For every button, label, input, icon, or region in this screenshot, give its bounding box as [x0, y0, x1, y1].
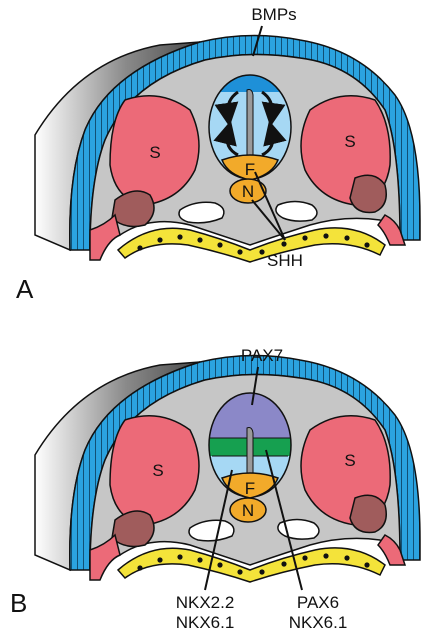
label-somite-right-b: S [344, 451, 355, 470]
label-bmps: BMPs [251, 5, 296, 24]
vessel-left-b [188, 519, 235, 542]
central-canal-a [246, 89, 254, 164]
label-nkx61-right: NKX6.1 [289, 613, 348, 632]
panel-letter-b: B [10, 588, 27, 618]
label-floor-plate-b: F [245, 479, 255, 498]
shh-leader-line-1 [254, 171, 286, 241]
label-pax7: PAX7 [241, 346, 283, 365]
pax7-leader-line [251, 366, 259, 406]
label-somite-left-b: S [152, 461, 163, 480]
dark-mass-right-a [349, 174, 387, 214]
lateral-mesoderm-left-a [89, 213, 121, 261]
somite-left-b [109, 415, 200, 526]
label-pax6: PAX6 [297, 593, 339, 612]
shh-leader-line-2 [251, 199, 286, 241]
vessel-left-a [178, 201, 225, 224]
pax6-leader-line [265, 449, 303, 591]
label-somite-right-a: S [344, 132, 355, 151]
signal-arrows-a [213, 90, 287, 157]
bmps-leader-line [252, 25, 263, 57]
endoderm-b [116, 547, 386, 583]
panel-letter-a: A [16, 274, 34, 304]
label-notochord-b: N [242, 501, 254, 520]
panel-a: BMPs SHH S S F N A [16, 5, 421, 304]
label-notochord-a: N [242, 182, 254, 201]
dark-mass-right-b [349, 494, 387, 534]
lateral-mesoderm-left-b [89, 533, 121, 581]
panel-b: PAX7 NKX2.2 NKX6.1 PAX6 NKX6.1 S S F N B [10, 346, 421, 632]
endoderm-a [116, 227, 386, 263]
notochord-b [229, 497, 267, 523]
vessel-right-a [275, 200, 318, 222]
somite-left-a [109, 95, 200, 206]
label-nkx22: NKX2.2 [176, 593, 235, 612]
nkx22-leader-line [204, 469, 233, 591]
floor-plate-b [221, 472, 279, 499]
label-shh: SHH [267, 251, 303, 270]
endoderm-nuclei-a [137, 233, 370, 255]
lateral-mesoderm-right-b [377, 534, 407, 566]
notochord-a [229, 178, 267, 204]
endoderm-nuclei-b [137, 553, 370, 575]
dark-mass-left-a [111, 190, 155, 228]
label-nkx61-left: NKX6.1 [176, 613, 235, 632]
label-floor-plate-a: F [245, 160, 255, 179]
dark-mass-left-b [111, 510, 155, 548]
label-somite-left-a: S [149, 143, 160, 162]
floor-plate-a [221, 154, 279, 181]
lateral-mesoderm-right-a [377, 214, 407, 246]
